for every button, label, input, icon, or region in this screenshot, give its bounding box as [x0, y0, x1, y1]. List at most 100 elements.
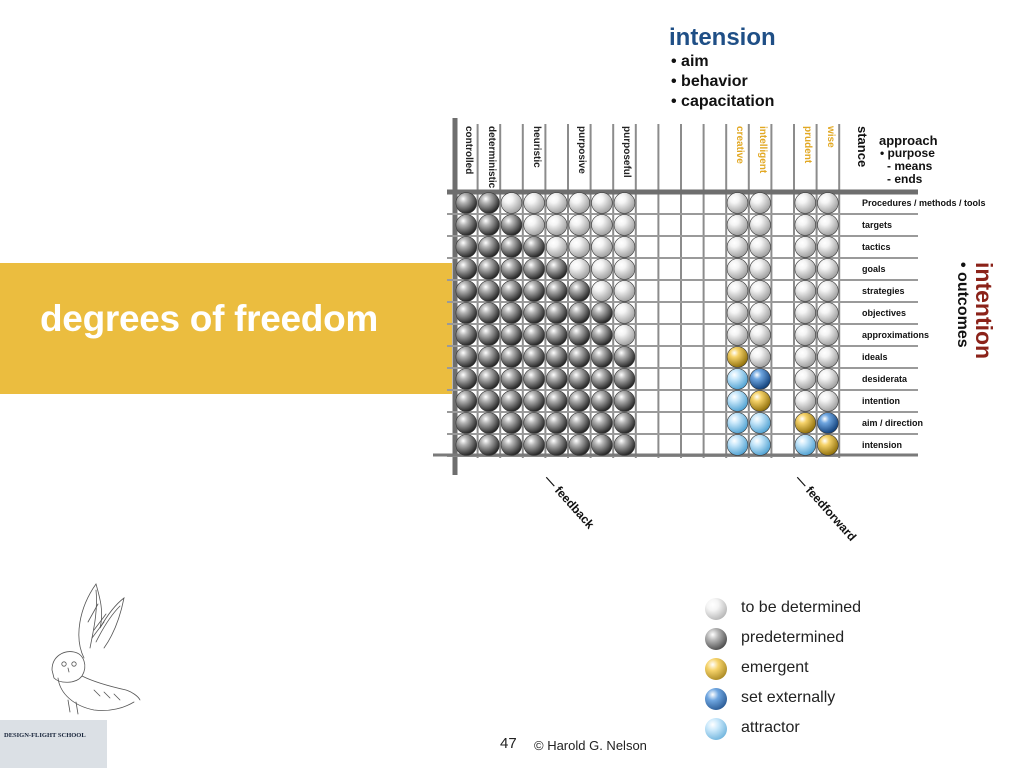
ball-attractor: [726, 412, 749, 434]
row-label: targets: [862, 220, 893, 230]
page-number: 47: [500, 735, 517, 752]
ball-tbd: [545, 236, 568, 258]
ball-tbd: [817, 192, 839, 214]
ball-predetermined: [455, 192, 477, 214]
ball-predetermined: [500, 412, 523, 434]
ball-tbd: [817, 346, 839, 368]
ball-tbd: [749, 302, 771, 324]
ball-predetermined: [523, 280, 545, 302]
ball-attractor: [726, 368, 749, 390]
column-label-text: creative: [734, 126, 746, 164]
ball-predetermined: [545, 280, 568, 302]
ball-predetermined: [523, 368, 545, 390]
ball-predetermined: [523, 258, 545, 280]
ball-tbd: [545, 192, 568, 214]
ball-predetermined: [613, 412, 636, 434]
ball-predetermined: [568, 324, 590, 346]
ball-tbd: [749, 324, 771, 346]
approach-block: approach • purpose - means - ends: [879, 134, 938, 186]
legend-item-predetermined: predetermined: [705, 626, 945, 650]
row-label: objectives: [862, 308, 907, 318]
column-label-intelligent: intelligent: [756, 126, 770, 196]
ball-predetermined: [568, 390, 590, 412]
ball-predetermined: [591, 390, 613, 412]
row-label: goals: [862, 264, 886, 274]
column-label-text: prudent: [802, 126, 813, 164]
ball-attractor: [749, 412, 771, 434]
intension-item-capacitation: capacitation: [671, 92, 774, 112]
ball-tbd: [749, 258, 771, 280]
ball-tbd: [794, 324, 816, 346]
ball-tbd: [794, 302, 816, 324]
ball-predetermined: [568, 280, 590, 302]
legend-swatch-attractor: [705, 718, 727, 740]
ball-predetermined: [478, 324, 500, 346]
column-label-text: deterministic: [485, 126, 497, 189]
approach-line-purpose: • purpose: [880, 146, 935, 160]
column-label-controlled: controlled: [462, 126, 476, 196]
ball-predetermined: [500, 302, 523, 324]
ball-attractor: [726, 390, 749, 412]
ball-predetermined: [545, 368, 568, 390]
ball-tbd: [613, 192, 636, 214]
owl-sketch-icon: [51, 583, 141, 715]
ball-predetermined: [455, 258, 477, 280]
ball-predetermined: [545, 390, 568, 412]
column-label-purposive: purposive: [575, 126, 589, 196]
ball-attractor: [726, 434, 749, 456]
ball-emergent: [794, 412, 816, 434]
intention-side-title: intention: [971, 262, 997, 360]
ball-tbd: [817, 390, 839, 412]
ball-predetermined: [545, 434, 568, 456]
intension-item-aim: aim: [671, 52, 774, 72]
ball-predetermined: [545, 324, 568, 346]
legend-swatch-set-externally: [705, 688, 727, 710]
ball-predetermined: [545, 258, 568, 280]
column-label-text: purposeful: [621, 126, 633, 178]
ball-predetermined: [545, 346, 568, 368]
ball-tbd: [591, 236, 613, 258]
row-label: Procedures / methods / tools: [862, 198, 986, 208]
ball-tbd: [613, 214, 636, 236]
ball-tbd: [749, 214, 771, 236]
ball-tbd: [749, 236, 771, 258]
copyright: © Harold G. Nelson: [534, 738, 647, 753]
ball-tbd: [794, 346, 816, 368]
ball-predetermined: [455, 390, 477, 412]
ball-tbd: [794, 236, 816, 258]
ball-predetermined: [455, 368, 477, 390]
ball-tbd: [726, 302, 749, 324]
ball-set-externally: [817, 412, 839, 434]
ball-predetermined: [523, 434, 545, 456]
ball-tbd: [794, 390, 816, 412]
ball-predetermined: [478, 346, 500, 368]
legend-swatch-tbd: [705, 598, 727, 620]
school-name: DESIGN-FLIGHT SCHOOL: [4, 732, 86, 739]
column-label-text: purposive: [576, 126, 587, 174]
ball-tbd: [726, 192, 749, 214]
ball-predetermined: [478, 368, 500, 390]
intension-list: aim behavior capacitation: [671, 52, 774, 112]
ball-predetermined: [500, 390, 523, 412]
legend-swatch-predetermined: [705, 628, 727, 650]
column-label-purposeful: purposeful: [620, 126, 634, 196]
ball-tbd: [613, 280, 636, 302]
legend-label-predetermined: predetermined: [741, 629, 845, 646]
ball-predetermined: [545, 412, 568, 434]
ball-emergent: [749, 390, 771, 412]
ball-tbd: [794, 192, 816, 214]
ball-tbd: [817, 214, 839, 236]
ball-attractor: [794, 434, 816, 456]
outcomes-side-subtitle: • outcomes: [954, 262, 971, 348]
ball-predetermined: [568, 302, 590, 324]
column-label-prudent: prudent: [801, 126, 815, 196]
ball-predetermined: [500, 346, 523, 368]
row-label: ideals: [862, 352, 888, 362]
ball-tbd: [568, 236, 590, 258]
ball-tbd: [817, 368, 839, 390]
ball-tbd: [613, 258, 636, 280]
ball-tbd: [726, 236, 749, 258]
school-logo: DESIGN-FLIGHT SCHOOL: [0, 720, 107, 768]
